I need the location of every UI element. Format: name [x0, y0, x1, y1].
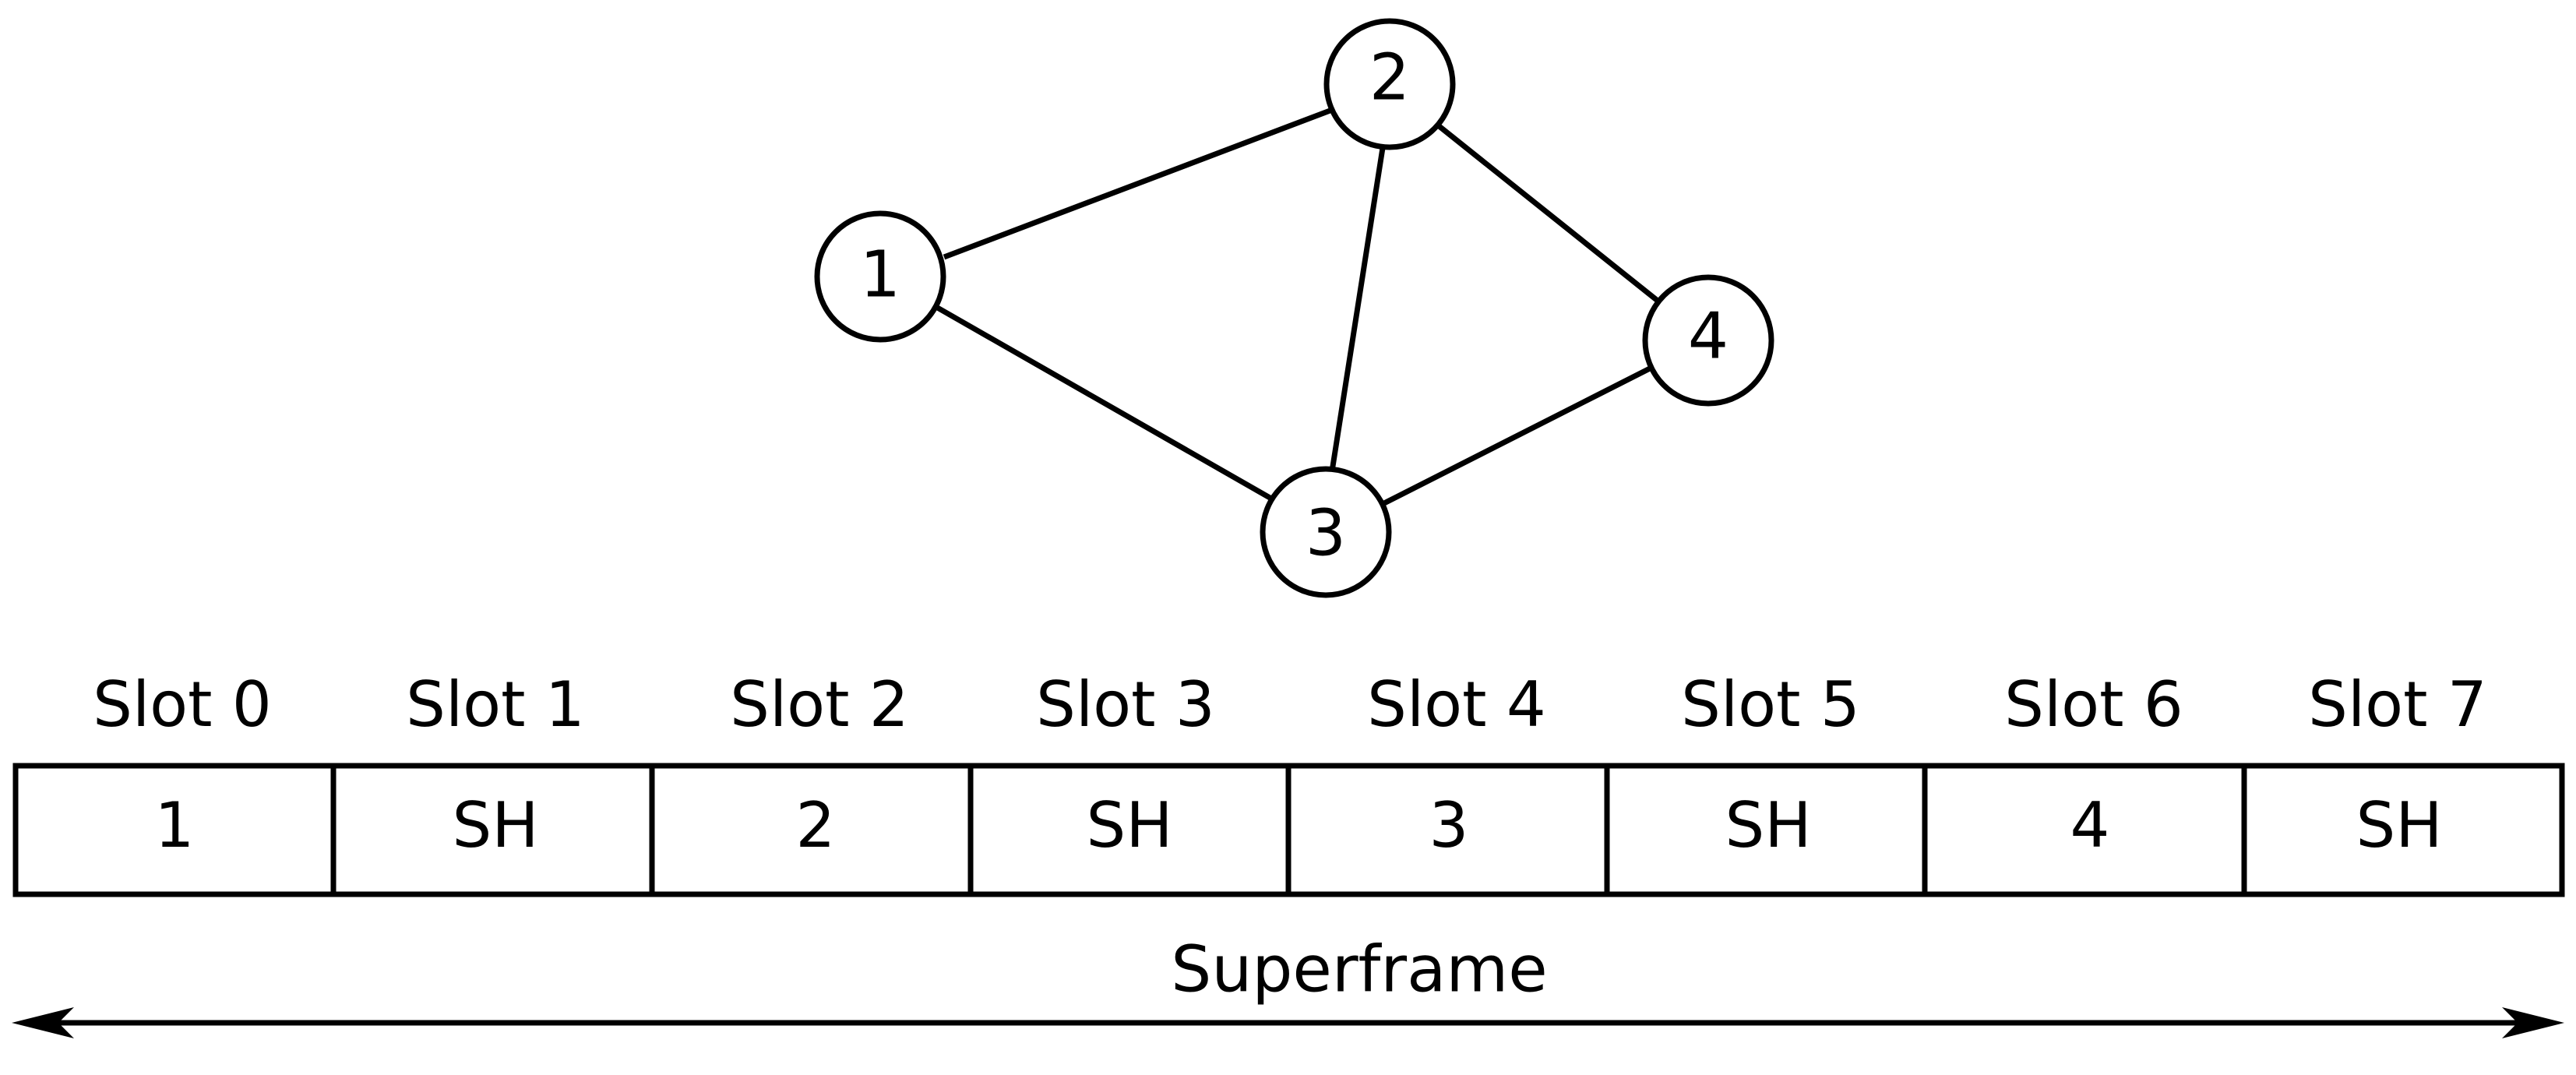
graph-node-1: 1	[814, 210, 946, 343]
node-circle	[1260, 466, 1392, 598]
slot-cell-0: 1	[155, 789, 195, 862]
slot-header-7: Slot 7	[2308, 668, 2487, 741]
arrowhead-left-icon	[12, 1007, 74, 1038]
slot-header-1: Slot 1	[406, 668, 585, 741]
slot-headers: Slot 0 Slot 1 Slot 2 Slot 3 Slot 4 Slot …	[93, 668, 2487, 741]
slot-header-4: Slot 4	[1367, 668, 1546, 741]
slot-cell-2: 2	[796, 789, 836, 862]
graph-edges	[933, 104, 1664, 507]
node-circle	[1642, 274, 1774, 407]
node-label: 1	[860, 238, 900, 312]
slot-cell-1: SH	[453, 789, 539, 862]
slot-header-6: Slot 6	[2004, 668, 2183, 741]
edge-2-4	[1435, 122, 1664, 306]
node-label: 3	[1306, 496, 1346, 570]
edge-3-4	[1381, 365, 1653, 507]
node-circle	[814, 210, 946, 343]
slot-cell-7: SH	[2356, 789, 2443, 862]
slot-header-3: Slot 3	[1036, 668, 1215, 741]
graph-node-2: 2	[1323, 18, 1456, 150]
edge-1-2	[943, 104, 1340, 260]
graph-node-4: 4	[1642, 274, 1774, 407]
superframe-table: 1 SH 2 SH 3 SH 4 SH	[12, 763, 2565, 897]
slot-header-5: Slot 5	[1681, 668, 1860, 741]
slot-cell-5: SH	[1725, 789, 1812, 862]
arrowhead-right-icon	[2502, 1007, 2564, 1038]
slot-header-2: Slot 2	[730, 668, 909, 741]
slot-cell-3: SH	[1087, 789, 1173, 862]
node-label: 4	[1688, 299, 1728, 373]
superframe-span: Superframe	[12, 932, 2564, 1038]
edge-1-3	[933, 303, 1273, 502]
superframe-label: Superframe	[1171, 932, 1547, 1006]
slot-header-0: Slot 0	[93, 668, 272, 741]
slot-cell-4: 3	[1429, 789, 1469, 862]
node-circle	[1323, 18, 1456, 150]
slot-cell-6: 4	[2070, 789, 2110, 862]
graph-node-3: 3	[1260, 466, 1392, 598]
node-label: 2	[1369, 41, 1410, 115]
edge-2-3	[1329, 147, 1386, 472]
